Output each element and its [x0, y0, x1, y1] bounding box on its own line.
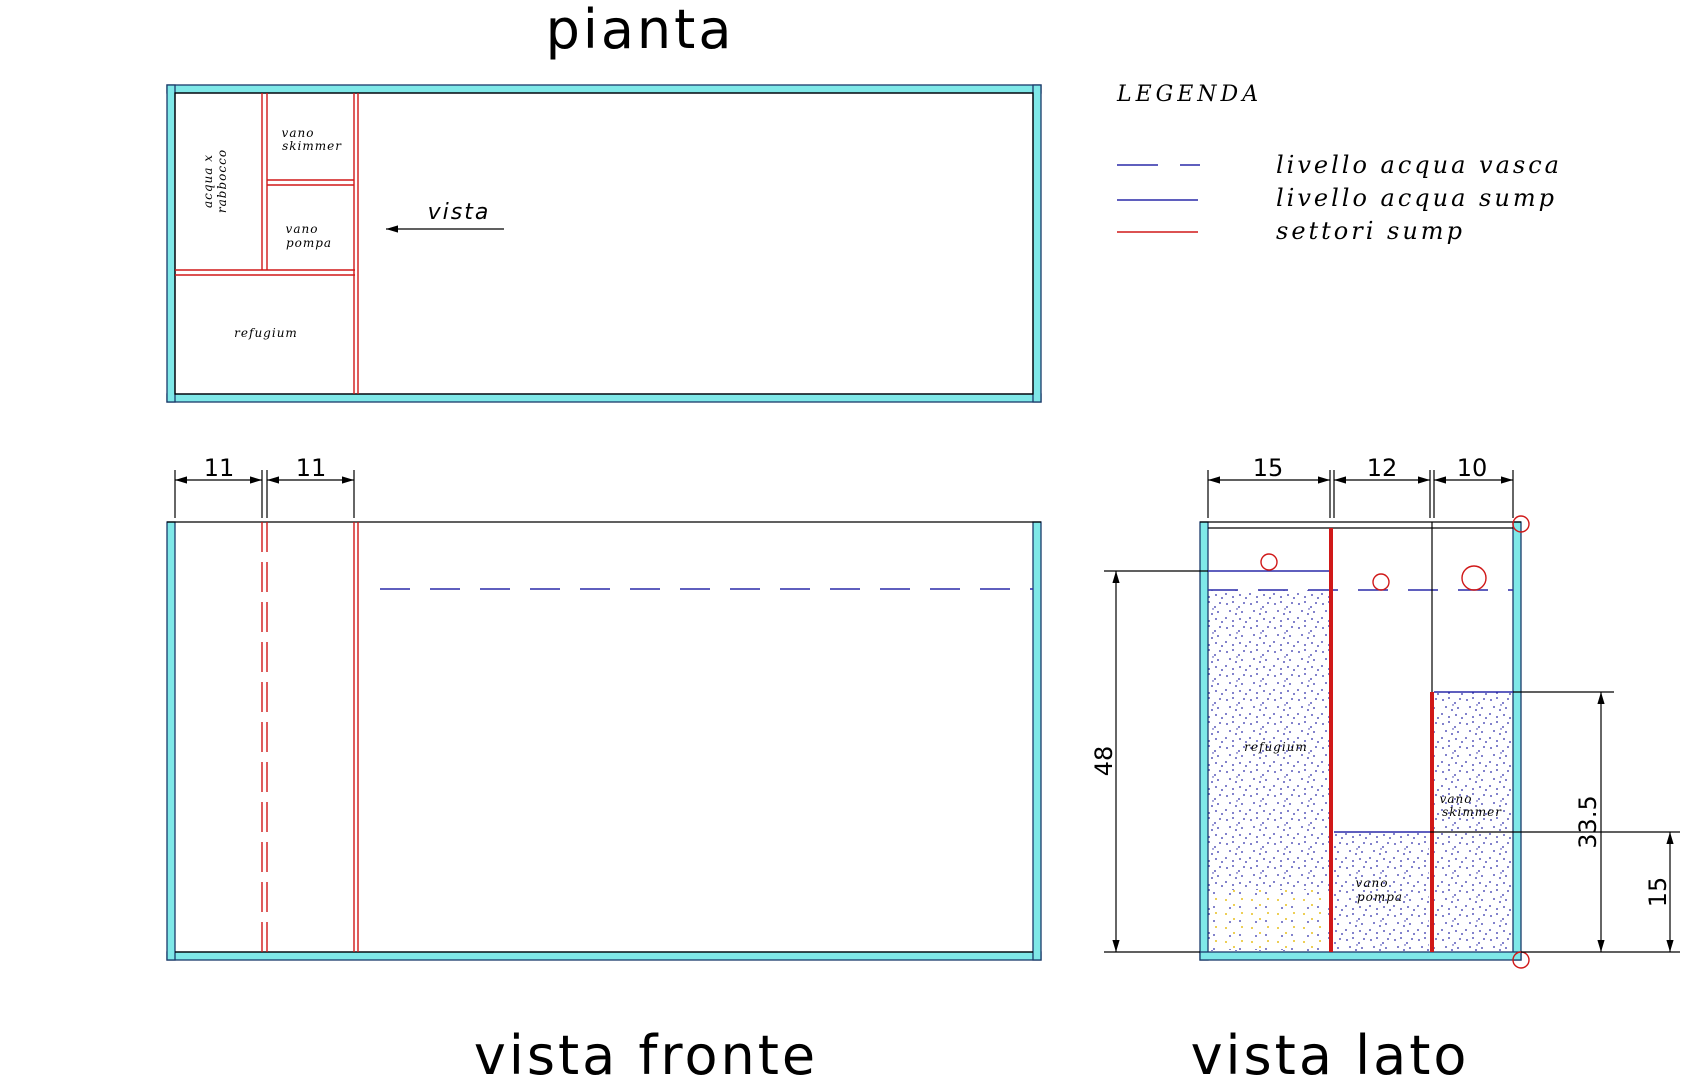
legend: LEGENDA livello acqua vasca livello acqu…	[1116, 82, 1562, 245]
front-wall-left	[166, 521, 176, 961]
plan-refugium-label: refugium	[234, 326, 298, 340]
side-refugium-label: refugium	[1244, 740, 1308, 754]
plan-skimmer-label-line2: skimmer	[282, 139, 342, 153]
legend-title: LEGENDA	[1116, 82, 1262, 107]
front-wall-right	[1032, 521, 1042, 961]
side-pump-label-line1: vano	[1356, 876, 1389, 890]
plan-topup-label-line2: rabbocco	[215, 149, 229, 213]
legend-item-tank-water: livello acqua vasca	[1276, 151, 1562, 179]
plan-pump-label-line2: pompa	[286, 236, 332, 250]
plan-wall-right	[1032, 84, 1042, 403]
legend-item-sump-water: livello acqua sump	[1276, 184, 1557, 212]
side-dim-refugium: 15	[1253, 454, 1284, 482]
side-refugium-sand	[1210, 890, 1328, 950]
side-pump-water	[1334, 832, 1429, 952]
plan-topup-label-line1: acqua x	[201, 154, 215, 208]
side-view: refugium vano pompa vano skimmer 15 12 1…	[1090, 454, 1680, 969]
front-view-title: vista fronte	[474, 1024, 818, 1080]
side-skimmer-label-line1: vano	[1440, 792, 1473, 806]
side-view-title: vista lato	[1191, 1024, 1470, 1080]
side-dim-pump-height: 15	[1644, 877, 1672, 908]
side-wall-right	[1512, 521, 1522, 961]
side-dim-pump: 12	[1367, 454, 1398, 482]
side-wall-bottom	[1199, 951, 1522, 961]
side-skimmer-water	[1434, 692, 1513, 952]
plan-wall-bottom	[166, 393, 1042, 403]
side-marker-top	[1512, 515, 1530, 533]
plan-view: acqua x rabbocco vano skimmer vano pompa…	[166, 84, 1042, 403]
legend-item-sectors: settori sump	[1276, 217, 1465, 245]
plan-inner-outline	[174, 92, 1034, 395]
plan-wall-top	[166, 84, 1042, 94]
side-skimmer-label-line2: skimmer	[1442, 805, 1502, 819]
side-bubble-2	[1372, 573, 1390, 591]
side-bubble-3	[1461, 565, 1487, 591]
side-bubble-1	[1260, 553, 1278, 571]
side-dim-skimmer: 10	[1457, 454, 1488, 482]
front-dim-topup: 11	[204, 454, 235, 482]
plan-title: pianta	[546, 0, 735, 61]
front-wall-bottom	[166, 951, 1042, 961]
side-dim-height: 48	[1090, 746, 1118, 777]
side-dim-skimmer-height: 33.5	[1574, 795, 1602, 848]
front-dim-skimmer: 11	[296, 454, 327, 482]
plan-wall-left	[166, 84, 176, 403]
side-pump-label-line2: pompa	[1357, 890, 1403, 904]
plan-skimmer-label-line1: vano	[282, 126, 315, 140]
view-arrow-label: vista	[428, 200, 491, 225]
plan-topup-label: acqua x rabbocco	[201, 149, 229, 213]
side-wall-left	[1199, 521, 1209, 961]
plan-pump-label-line1: vano	[286, 222, 319, 236]
front-view: 11 11	[166, 454, 1042, 961]
